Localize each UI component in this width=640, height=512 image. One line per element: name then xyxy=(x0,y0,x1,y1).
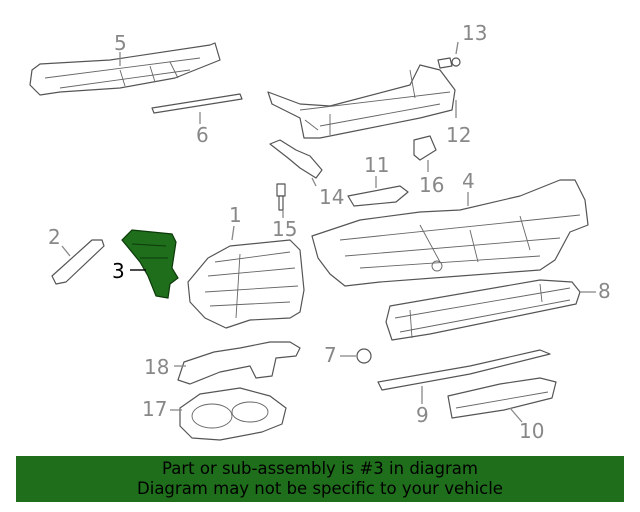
banner-line-1: Part or sub-assembly is #3 in diagram xyxy=(162,459,478,478)
leader-13 xyxy=(455,41,459,55)
part-9-strip xyxy=(377,349,551,391)
callout-7: 7 xyxy=(324,343,337,367)
leader-2 xyxy=(61,245,71,257)
callout-14: 14 xyxy=(319,185,344,209)
callout-18: 18 xyxy=(144,355,169,379)
callout-5: 5 xyxy=(114,31,127,55)
callout-15: 15 xyxy=(272,217,297,241)
part-1-bracket xyxy=(187,239,305,329)
part-11-trim xyxy=(347,185,409,207)
part-2-strip xyxy=(51,239,105,285)
callout-8: 8 xyxy=(598,279,611,303)
callout-17: 17 xyxy=(142,397,167,421)
callout-4: 4 xyxy=(462,169,475,193)
banner-line-2: Diagram may not be specific to your vehi… xyxy=(137,479,503,498)
callout-2: 2 xyxy=(48,225,61,249)
callout-9: 9 xyxy=(416,403,429,427)
leader-lines xyxy=(61,41,596,423)
part-4-cover xyxy=(311,179,589,287)
callout-1: 1 xyxy=(229,203,242,227)
callout-11: 11 xyxy=(364,153,389,177)
part-14-bracket xyxy=(269,139,323,179)
part-16-clip xyxy=(413,135,437,161)
part-6-strip xyxy=(151,93,243,114)
leader-1 xyxy=(231,225,235,241)
part-12-beam xyxy=(267,64,456,139)
callout-13: 13 xyxy=(462,21,487,45)
callouts: 1 2 3 4 5 6 7 8 9 10 11 12 13 14 15 16 1… xyxy=(48,21,611,443)
callout-3: 3 xyxy=(112,259,125,283)
info-banner: Part or sub-assembly is #3 in diagram Di… xyxy=(16,456,624,502)
callout-6: 6 xyxy=(196,123,209,147)
part-3-highlighted xyxy=(121,229,179,299)
callout-12: 12 xyxy=(446,123,471,147)
part-7-plug xyxy=(356,348,372,364)
part-13-bolt xyxy=(437,57,461,69)
part-10-panel xyxy=(447,377,557,419)
part-15-bolt xyxy=(276,183,286,211)
part-17-housing xyxy=(179,387,287,441)
leader-14 xyxy=(311,177,317,187)
callout-16: 16 xyxy=(419,173,444,197)
part-8-bar xyxy=(385,279,581,341)
part-18-bracket xyxy=(177,341,301,385)
callout-10: 10 xyxy=(519,419,544,443)
leader-10 xyxy=(509,407,523,423)
part-5-bar xyxy=(29,42,221,96)
